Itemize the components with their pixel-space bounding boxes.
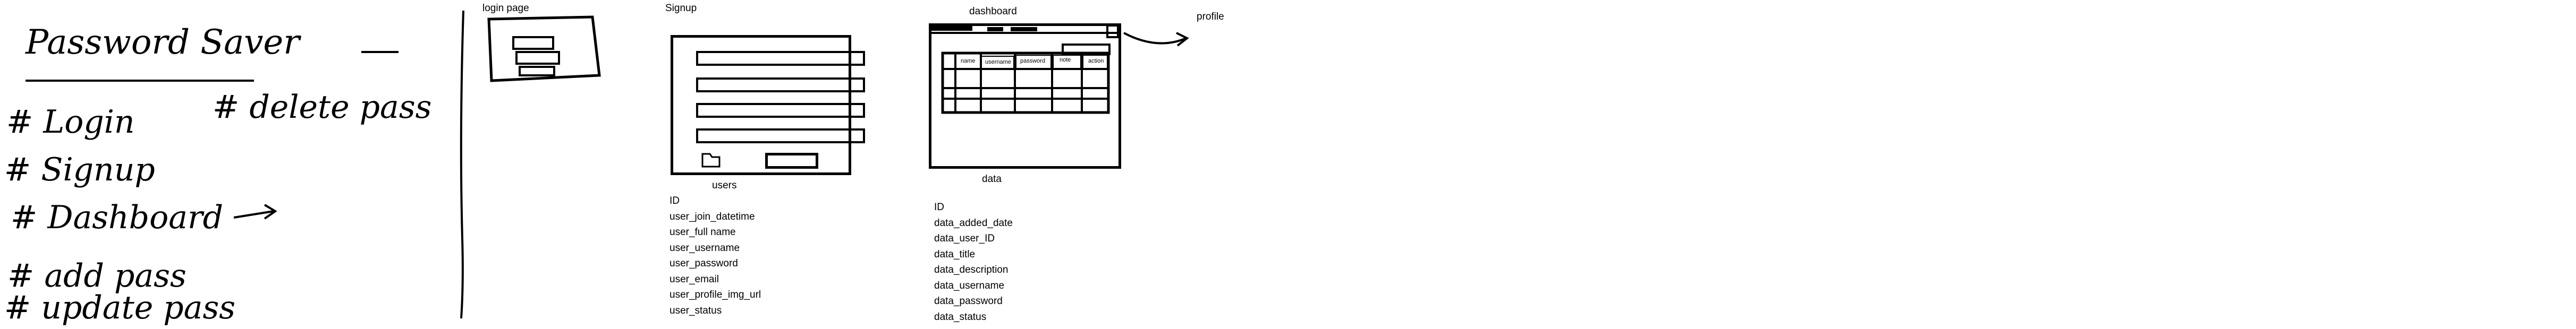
note-item-signup: # Signup bbox=[4, 151, 155, 188]
users-table-title: users bbox=[712, 180, 737, 191]
users-field-list: ID user_join_datetime user_full name use… bbox=[670, 193, 761, 318]
title-dash bbox=[361, 51, 399, 53]
signup-frame bbox=[671, 35, 851, 175]
dashboard-col-header: note bbox=[1060, 57, 1071, 63]
dashboard-nav-brand bbox=[931, 26, 972, 31]
signup-folder-icon bbox=[701, 153, 721, 168]
login-submit-button bbox=[519, 66, 555, 76]
dashboard-frame bbox=[929, 23, 1121, 169]
users-field: user_join_datetime bbox=[670, 211, 755, 222]
data-field-list: ID data_added_date data_user_ID data_tit… bbox=[934, 200, 1013, 325]
note-item-login: # Login bbox=[6, 103, 135, 141]
signup-submit-button bbox=[765, 153, 818, 169]
data-table-title: data bbox=[982, 174, 1002, 185]
login-password-field bbox=[515, 51, 560, 65]
dashboard-header-cell bbox=[1015, 55, 1052, 70]
data-field: data_title bbox=[934, 248, 976, 260]
dashboard-header-cell bbox=[1053, 55, 1081, 70]
users-field: user_password bbox=[670, 258, 738, 269]
note-item-dashboard: # Dashboard bbox=[11, 199, 224, 236]
dashboard-col-header: action bbox=[1088, 58, 1104, 64]
data-field: ID bbox=[934, 202, 944, 213]
dashboard-nav-link bbox=[987, 27, 1003, 31]
dashboard-header-cell bbox=[1082, 55, 1108, 70]
profile-label: profile bbox=[1197, 11, 1224, 22]
signup-field-4 bbox=[696, 128, 865, 143]
title-underline bbox=[26, 80, 254, 82]
dashboard-profile-box bbox=[1106, 24, 1119, 38]
users-field: user_full name bbox=[670, 227, 736, 238]
dashboard-col-header: password bbox=[1020, 58, 1046, 64]
dashboard-label: dashboard bbox=[969, 6, 1017, 17]
dashboard-table-frame bbox=[941, 51, 1110, 114]
users-field: ID bbox=[670, 195, 680, 206]
dashboard-arrow bbox=[233, 204, 277, 220]
dashboard-col-header: name bbox=[961, 58, 976, 64]
note-item-update-pass: # update pass bbox=[4, 289, 236, 326]
data-field: data_user_ID bbox=[934, 233, 995, 244]
signup-label: Signup bbox=[665, 3, 697, 14]
data-field: data_description bbox=[934, 264, 1009, 275]
divider-line bbox=[460, 10, 464, 319]
users-field: user_profile_img_url bbox=[670, 289, 761, 300]
note-item-delete-pass: # delete pass bbox=[213, 89, 432, 126]
signup-field-2 bbox=[696, 77, 865, 92]
data-field: data_added_date bbox=[934, 217, 1013, 229]
users-field: user_status bbox=[670, 305, 722, 316]
login-frame bbox=[487, 15, 601, 82]
dashboard-col-header: username bbox=[985, 59, 1011, 65]
dashboard-header-cell bbox=[980, 56, 1014, 70]
dashboard-nav-link bbox=[1011, 27, 1037, 31]
data-field: data_password bbox=[934, 296, 1003, 307]
data-field: data_status bbox=[934, 311, 987, 323]
note-item-add-pass: # add pass bbox=[7, 257, 187, 295]
users-field: user_email bbox=[670, 273, 719, 285]
login-username-field bbox=[512, 36, 554, 50]
profile-arrow bbox=[1123, 32, 1189, 47]
data-field: data_username bbox=[934, 280, 1005, 291]
signup-field-1 bbox=[696, 51, 865, 66]
notes-title: Password Saver bbox=[26, 23, 300, 62]
login-page-label: login page bbox=[482, 3, 529, 14]
users-field: user_username bbox=[670, 242, 740, 254]
signup-field-3 bbox=[696, 103, 865, 118]
